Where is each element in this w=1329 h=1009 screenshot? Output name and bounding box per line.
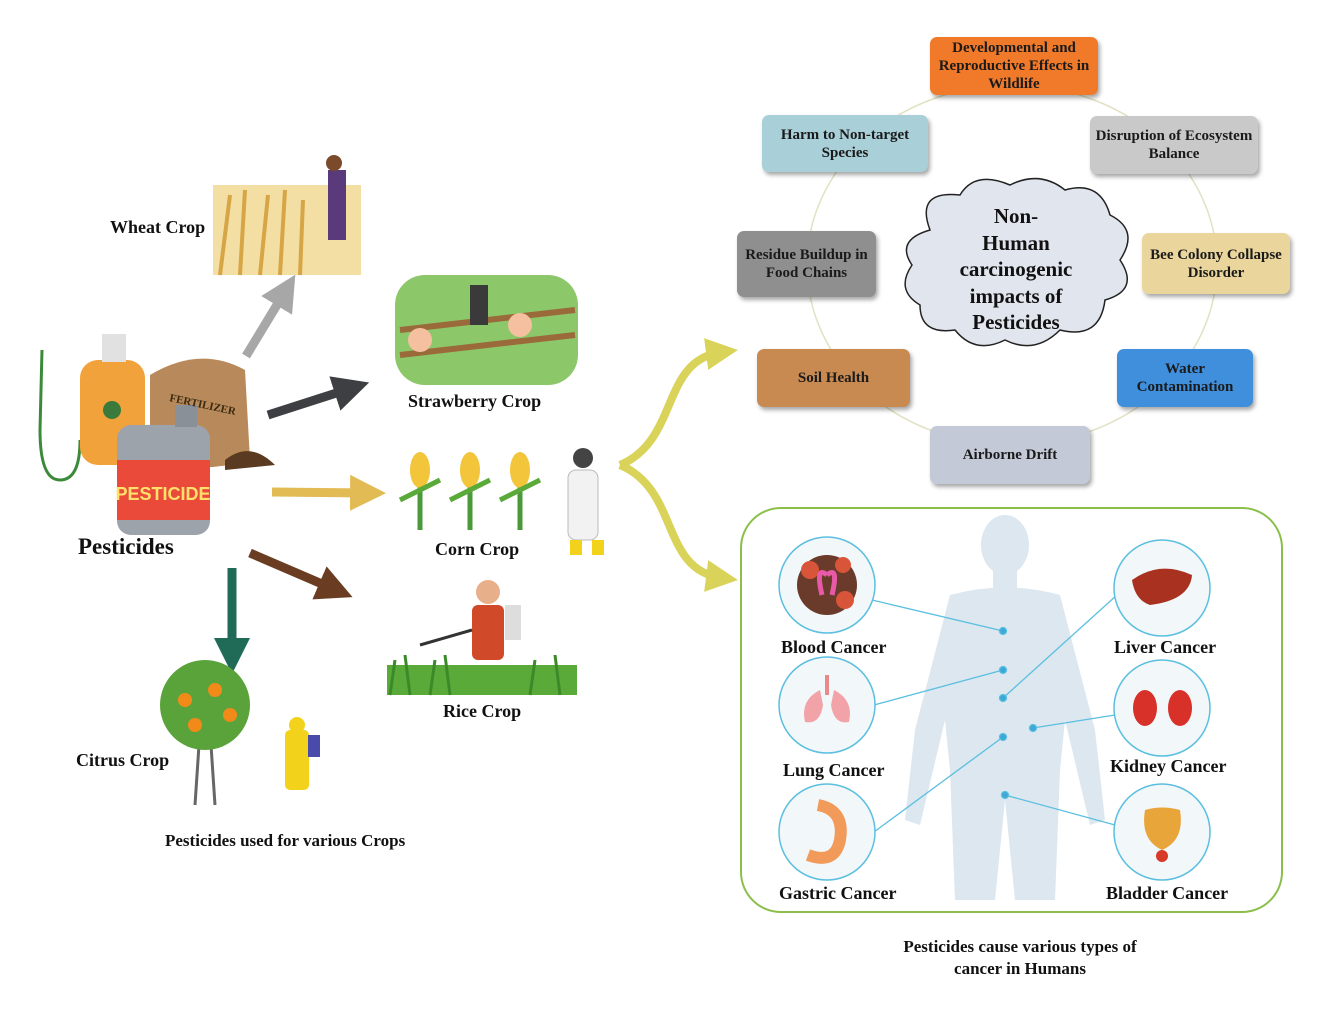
- kidney-cancer-label: Kidney Cancer: [1110, 756, 1227, 776]
- center-cloud: [904, 177, 1129, 347]
- human-caption-line: cancer in Humans: [954, 959, 1086, 978]
- center-title-line: carcinogenic: [959, 257, 1073, 281]
- lung-cancer-label: Lung Cancer: [783, 760, 885, 780]
- impact-residue-buildup: Residue Buildup in Food Chains: [737, 231, 876, 297]
- lung-cancer-icon: [778, 656, 876, 754]
- strawberry-crop-label: Strawberry Crop: [408, 391, 542, 411]
- rice-illustration: [387, 580, 577, 696]
- gastric-cancer-label: Gastric Cancer: [779, 883, 897, 903]
- impact-ecosystem-disruption: Disruption of Ecosystem Balance: [1090, 116, 1258, 174]
- arrow-to-strawberry: [266, 376, 370, 420]
- center-cloud-title: Non- Human carcinogenic impacts of Pesti…: [930, 203, 1102, 336]
- pesticides-label: Pesticides: [78, 534, 174, 559]
- pesticide-products-illustration: [38, 334, 275, 535]
- impact-water-contamination: Water Contamination: [1117, 349, 1253, 407]
- wheat-illustration: [213, 155, 361, 276]
- organ-glyphs: [797, 555, 1192, 864]
- arrow-to-nonhuman: [618, 338, 738, 469]
- strawberry-illustration: [395, 275, 578, 385]
- human-caption-line: Pesticides cause various types of: [903, 937, 1137, 956]
- pesticide-jug-label: PESTICIDE: [115, 484, 210, 504]
- impact-airborne-drift: Airborne Drift: [930, 426, 1090, 484]
- crops-caption: Pesticides used for various Crops: [165, 831, 406, 850]
- impact-harm-non-target: Harm to Non-target Species: [762, 115, 928, 172]
- arrow-to-wheat: [242, 274, 296, 359]
- center-title-line: Human: [982, 230, 1050, 255]
- corn-crop-label: Corn Crop: [435, 539, 520, 559]
- flow-arrows: [214, 274, 738, 674]
- arrow-to-rice: [248, 548, 353, 600]
- corn-illustration: [398, 448, 604, 555]
- blood-cancer-label: Blood Cancer: [781, 637, 887, 657]
- arrow-to-corn: [271, 474, 386, 511]
- impact-soil-health: Soil Health: [757, 349, 910, 407]
- wheat-crop-label: Wheat Crop: [110, 217, 206, 237]
- citrus-illustration: [160, 660, 320, 806]
- rice-crop-label: Rice Crop: [443, 701, 522, 721]
- liver-cancer-label: Liver Cancer: [1114, 637, 1217, 657]
- bladder-cancer-label: Bladder Cancer: [1106, 883, 1229, 903]
- impact-bee-colony: Bee Colony Collapse Disorder: [1142, 233, 1290, 294]
- center-title-line: Non-: [993, 204, 1039, 228]
- citrus-crop-label: Citrus Crop: [76, 750, 170, 770]
- arrow-to-human: [618, 461, 738, 592]
- organ-connector-lines: [871, 594, 1118, 833]
- impact-developmental: Developmental and Reproductive Effects i…: [930, 37, 1098, 95]
- kidney-cancer-icon: [1113, 659, 1211, 757]
- human-body-silhouette: [905, 515, 1105, 900]
- human-caption: Pesticides cause various types of cancer…: [840, 936, 1200, 980]
- center-title-line: impacts of: [969, 283, 1063, 308]
- center-title-line: Pesticides: [972, 310, 1060, 334]
- gastric-cancer-icon: [778, 783, 876, 881]
